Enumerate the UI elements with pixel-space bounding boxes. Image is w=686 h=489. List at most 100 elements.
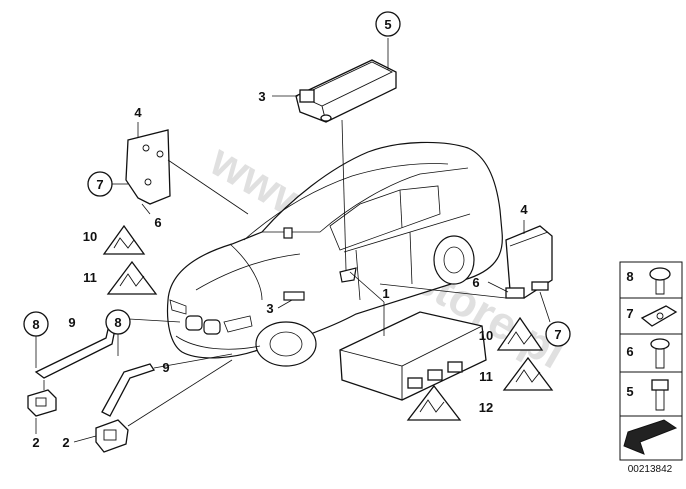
callout-9-a: 9: [68, 315, 75, 330]
bracket-right-fold: [509, 231, 549, 247]
arrow-icon: [623, 419, 678, 455]
clip-nut-7-hole: [656, 312, 664, 320]
bracket-right-tab: [531, 281, 549, 291]
sensor-left-part: [27, 389, 57, 417]
callout-10-left: 10: [83, 229, 97, 244]
bracket-left-plate: [125, 129, 171, 205]
car-windshield-line: [243, 163, 449, 241]
lead-sensor-right-to-car: [127, 359, 233, 427]
bolt-6-icon: [650, 338, 670, 350]
connector-1: [407, 377, 423, 389]
legend-label-7: 7: [626, 306, 633, 321]
sensor-right-part: [95, 419, 129, 453]
diagram-number: 00213842: [628, 464, 673, 475]
lead-2-right: [73, 435, 97, 443]
callout-3-center: 3: [266, 301, 273, 316]
car-body: [166, 141, 503, 359]
callout-3-top: 3: [258, 89, 265, 104]
bracket-left-hole-1: [142, 144, 150, 152]
connector-3: [447, 361, 463, 373]
warning-label-10-left: [102, 224, 146, 255]
lead-6-right: [487, 281, 509, 293]
callout-4-left: 4: [134, 105, 142, 120]
callout-2-left: 2: [32, 435, 39, 450]
warning-label-11-right-glyph: [515, 369, 541, 383]
car-illustration: [166, 141, 503, 367]
car-window-pillar: [399, 189, 403, 229]
lead-6-left: [141, 203, 151, 215]
car-dash-part: [283, 227, 293, 239]
callout-11-left: 11: [83, 270, 97, 285]
car-door-line: [343, 213, 471, 253]
callout-6-right: 6: [472, 275, 479, 290]
part-1-control-unit: [339, 271, 487, 401]
grille-left: [185, 315, 203, 331]
warning-label-10-right-glyph: [507, 331, 533, 345]
callout-6-left: 6: [154, 215, 161, 230]
grille-right: [203, 319, 221, 335]
warning-label-11-left-glyph: [119, 273, 145, 287]
warning-label-11-left: [106, 260, 158, 295]
connector-2: [427, 369, 443, 381]
car-mirror: [339, 267, 357, 283]
car-rear-wheel: [433, 235, 475, 285]
callout-8-a: 8: [32, 317, 39, 332]
sat-unit-top-face: [298, 61, 394, 107]
part-3-top-unit: [272, 38, 397, 271]
hex-bolt-5-shank: [655, 390, 665, 411]
headlight-right: [223, 315, 253, 333]
sensor-left-face: [35, 397, 47, 407]
callout-11-right: 11: [479, 369, 493, 384]
callout-10-right: 10: [479, 328, 493, 343]
callout-4-right: 4: [520, 202, 528, 217]
car-side-window: [329, 185, 441, 251]
warning-label-10-left-glyph: [113, 237, 135, 249]
car-bumper: [175, 335, 261, 350]
callout-circle-7-right: [545, 321, 571, 347]
callout-7-left: 7: [96, 177, 103, 192]
car-center-part: [283, 291, 305, 301]
car-hood-edge: [229, 243, 263, 301]
part-4-left-bracket: [112, 122, 249, 215]
bracket-9-b-part: [101, 363, 156, 417]
car-front-hub: [269, 331, 303, 357]
car-door-seam-1: [355, 249, 361, 301]
car-roofline: [262, 167, 469, 233]
sat-unit-connector: [299, 89, 315, 103]
car-hood-line: [195, 253, 301, 291]
callout-12: 12: [479, 400, 493, 415]
bracket-left-hole-3: [144, 178, 152, 186]
callout-5-top: 5: [384, 17, 391, 32]
callout-circle-5: [375, 11, 401, 37]
screw-8-shank: [655, 280, 665, 295]
legend-label-6: 6: [626, 344, 633, 359]
callout-1: 1: [382, 286, 389, 301]
car-rear-hub: [443, 246, 465, 274]
screw-8-icon: [649, 267, 671, 281]
bolt-6-shank: [655, 349, 665, 369]
lead-3-center: [277, 299, 293, 309]
callout-8-b: 8: [114, 315, 121, 330]
lead-4-right-to-car: [379, 283, 507, 299]
lead-9-b-to-car: [153, 353, 233, 369]
clip-nut-7-icon: [640, 305, 678, 327]
lead-4-to-car: [167, 159, 249, 215]
car-door-seam-2: [409, 231, 413, 285]
lead-7-right: [539, 291, 551, 323]
hex-bolt-5-icon: [651, 379, 669, 391]
legend-panel: 8 7 6 5: [619, 261, 683, 461]
control-unit-body: [339, 311, 487, 401]
headlight-left: [169, 299, 187, 315]
sat-unit-tab: [320, 114, 332, 122]
part-4-right-bracket: [379, 220, 553, 323]
bracket-left-hole-2: [156, 150, 164, 158]
callout-2-right: 2: [62, 435, 69, 450]
car-front-wheel: [255, 321, 317, 367]
bracket-right-foot: [505, 287, 525, 299]
warning-label-12: [406, 384, 462, 421]
lead-3-to-car: [341, 119, 347, 271]
callout-circle-7-left: [87, 171, 113, 197]
legend-label-5: 5: [626, 384, 633, 399]
sensor-right-face: [103, 429, 117, 441]
